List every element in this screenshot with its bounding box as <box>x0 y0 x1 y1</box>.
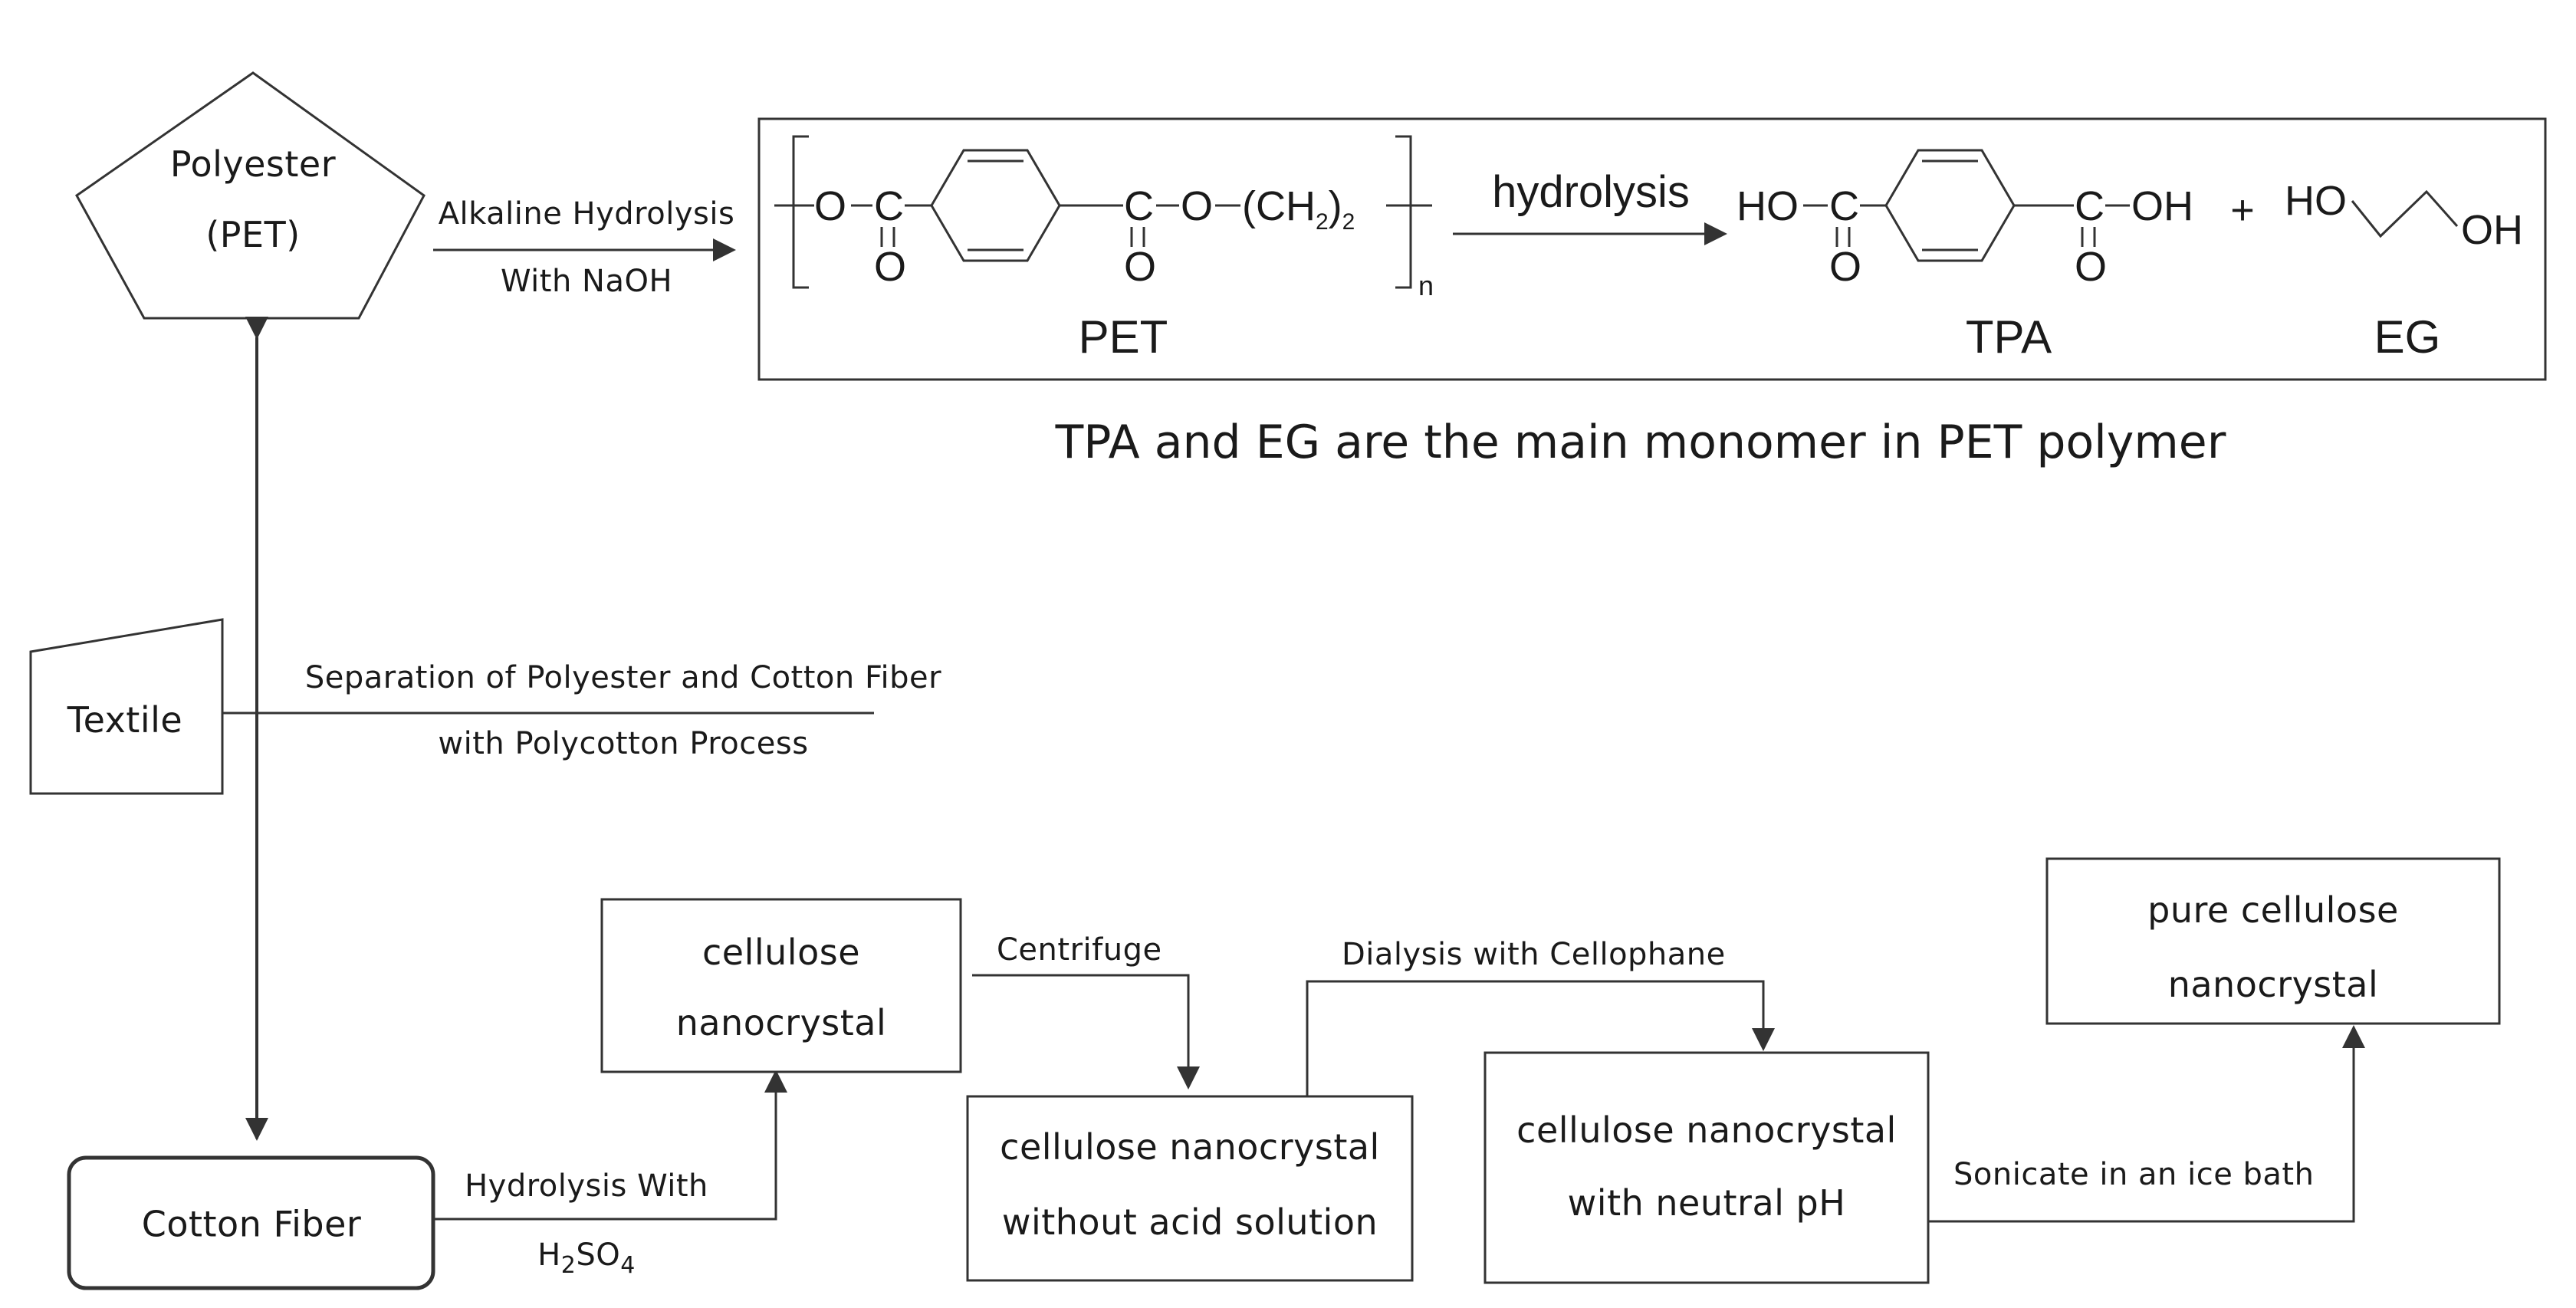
eg-ho: HO <box>2285 178 2347 224</box>
pet-carbonyl-c-left: C <box>874 183 904 229</box>
separation-label-line1: Separation of Polyester and Cotton Fiber <box>305 660 941 695</box>
tpa-name-label: TPA <box>1966 311 2052 363</box>
eg-oh: OH <box>2461 207 2523 253</box>
neutral-label-line2: with neutral pH <box>1568 1182 1846 1224</box>
polyester-label-line2: (PET) <box>205 214 300 255</box>
polyester-label-line1: Polyester <box>170 143 336 185</box>
cnc-neutral-ph-node <box>1484 1051 1930 1284</box>
tpa-carbonyl-o-left: O <box>1829 244 1861 290</box>
centrifuge-arrow <box>972 974 1200 1089</box>
pet-ethylene-group: (CH2)2 <box>1242 183 1355 235</box>
pet-carbonyl-c-right: C <box>1124 183 1154 229</box>
tpa-ho-left: HO <box>1737 183 1799 229</box>
pet-ester-o-mid: O <box>1181 183 1213 229</box>
alkaline-hydrolysis-label: Alkaline Hydrolysis <box>439 196 735 232</box>
tpa-structure: HO C O C O OH <box>1737 149 2193 290</box>
pure-cellulose-nanocrystal-node <box>2045 857 2501 1025</box>
cnc-label-line1: cellulose <box>702 932 860 973</box>
tpa-carbonyl-c-left: C <box>1829 183 1859 229</box>
hydrolysis-with-label: Hydrolysis With <box>465 1168 708 1204</box>
pet-carbonyl-o-left: O <box>874 244 906 290</box>
centrifuge-label: Centrifuge <box>997 932 1162 968</box>
hydrolysis-arrow-label: hydrolysis <box>1492 167 1690 217</box>
pure-label-line2: nanocrystal <box>2168 964 2379 1005</box>
cnc-label-line2: nanocrystal <box>676 1002 887 1043</box>
pet-ester-o-left: O <box>814 183 846 229</box>
sonicate-arrow <box>1928 1025 2365 1223</box>
with-naoh-label: With NaOH <box>501 264 672 299</box>
acid-hydrolysis-arrow <box>433 1070 787 1221</box>
h2so4-label: H2SO4 <box>537 1237 636 1279</box>
pet-hydrolysis-reaction-box <box>757 117 2547 381</box>
tpa-carbonyl-c-right: C <box>2075 183 2104 229</box>
neutral-label-line1: cellulose nanocrystal <box>1516 1109 1897 1151</box>
eg-name-label: EG <box>2374 311 2441 363</box>
cotton-fiber-node <box>67 1155 435 1290</box>
pet-repeat-unit-structure: n O C O C O O (CH2)2 <box>774 135 1434 301</box>
cellulose-nanocrystal-node <box>600 898 962 1073</box>
dialysis-arrow <box>1306 980 1775 1096</box>
polyester-node <box>75 71 426 320</box>
textile-node <box>29 618 224 795</box>
tpa-carbonyl-o-right: O <box>2075 244 2107 290</box>
no-acid-label-line1: cellulose nanocrystal <box>1000 1126 1380 1168</box>
dialysis-label: Dialysis with Cellophane <box>1342 937 1726 972</box>
tpa-oh-right: OH <box>2131 183 2193 229</box>
monomer-caption: TPA and EG are the main monomer in PET p… <box>1055 416 2226 469</box>
textile-label: Textile <box>67 699 182 741</box>
cotton-fiber-label: Cotton Fiber <box>142 1204 362 1245</box>
pet-repeat-n: n <box>1418 270 1434 301</box>
no-acid-label-line2: without acid solution <box>1002 1201 1378 1243</box>
separation-label-line2: with Polycotton Process <box>438 726 808 761</box>
sonicate-label: Sonicate in an ice bath <box>1953 1157 2314 1192</box>
reaction-plus-sign: + <box>2230 187 2255 233</box>
pet-name-label: PET <box>1079 311 1168 363</box>
cnc-without-acid-node <box>966 1095 1414 1282</box>
pet-carbonyl-o-right: O <box>1124 244 1156 290</box>
pure-label-line1: pure cellulose <box>2147 889 2399 931</box>
eg-structure: HO OH <box>2285 178 2523 253</box>
